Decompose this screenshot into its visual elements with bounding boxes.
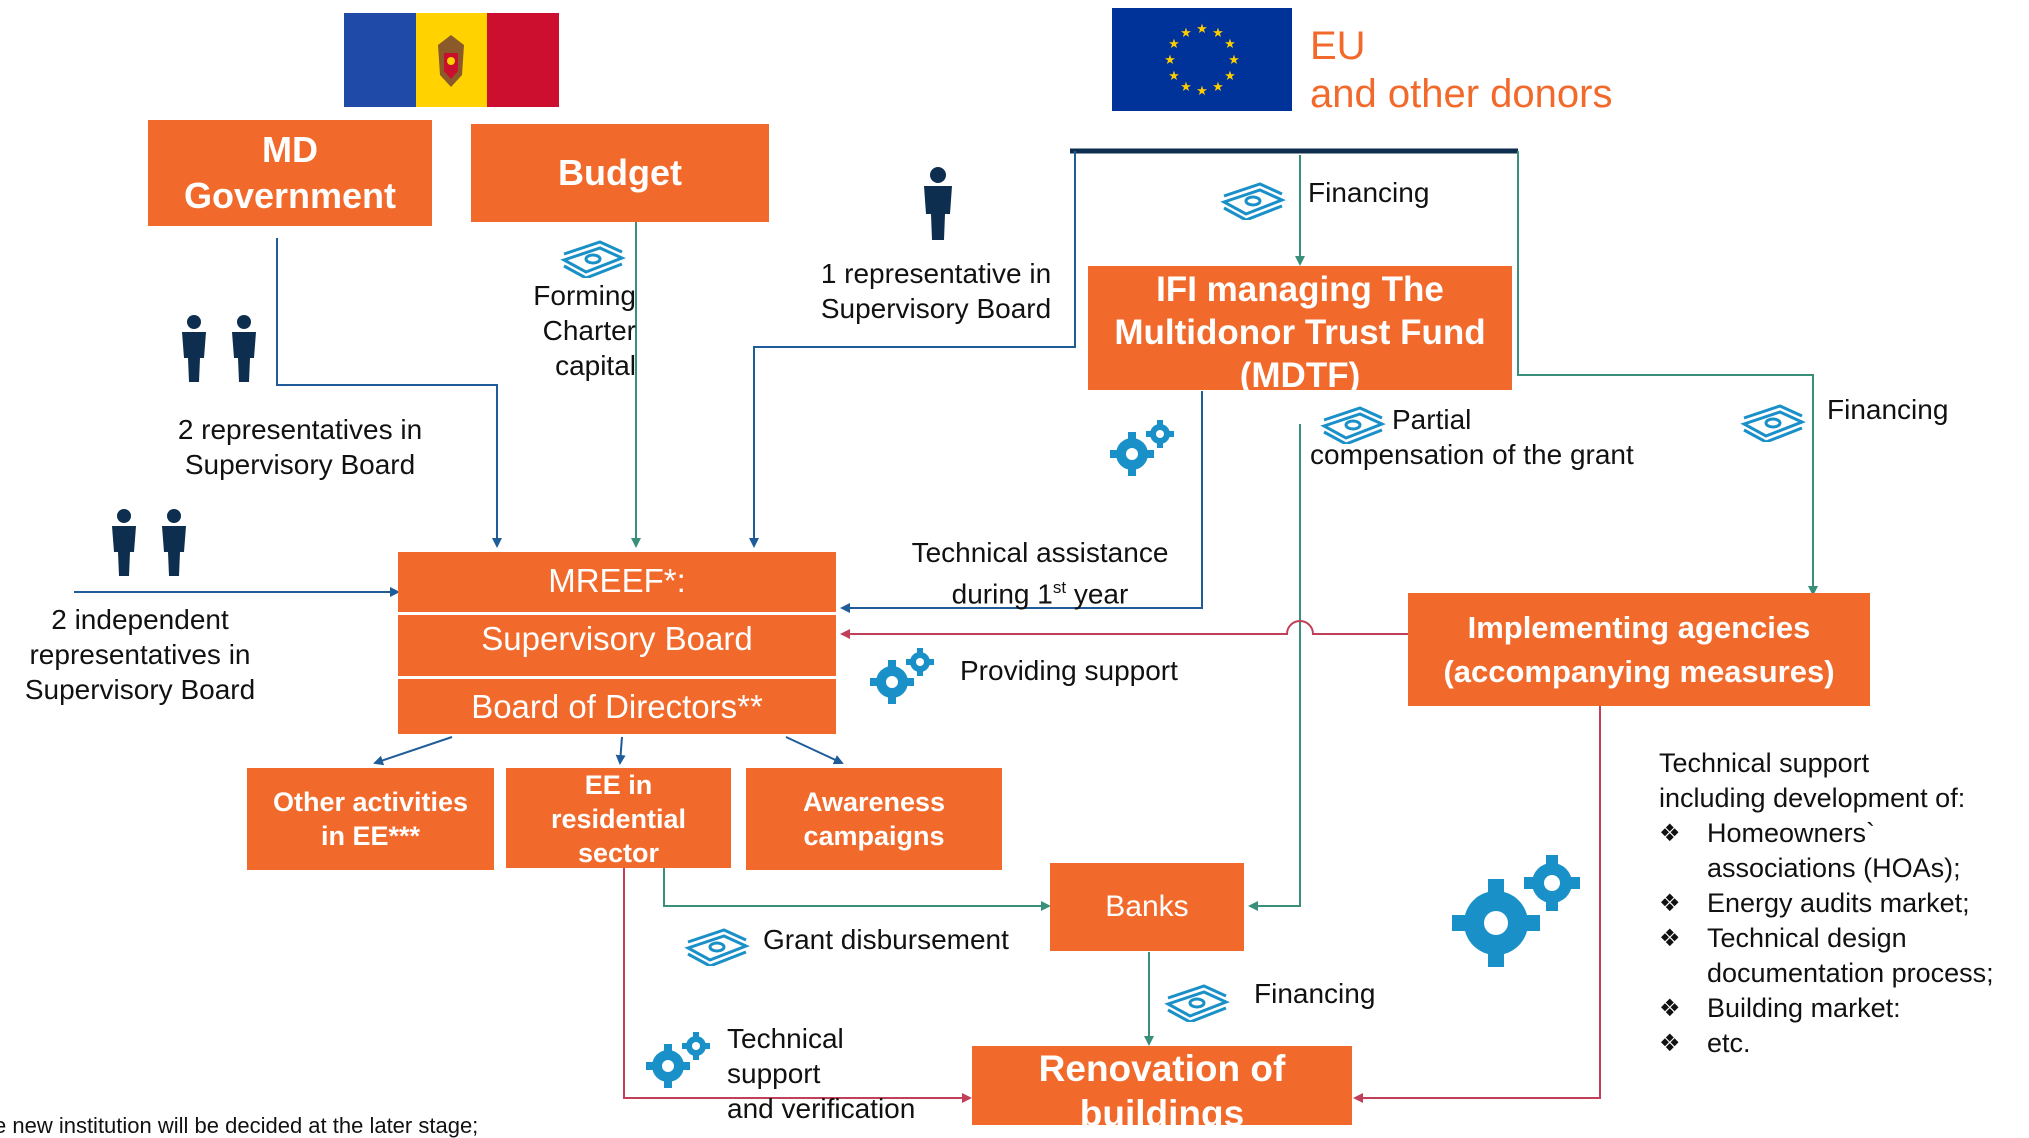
providing-support-label: Providing support	[960, 655, 1178, 686]
money-icon	[560, 232, 626, 280]
two-representatives-label: 2 representatives in Supervisory Board	[177, 414, 423, 480]
financing-bottom-label: Financing	[1254, 978, 1376, 1009]
footnote: e new institution will be decided at the…	[0, 1113, 479, 1138]
eu-flag: ★★★ ★★★ ★★★ ★★★	[1112, 8, 1292, 111]
svg-text:★: ★	[1196, 22, 1208, 37]
arrow-ifi-mreef	[840, 391, 1203, 613]
svg-text:★: ★	[1196, 84, 1208, 99]
financing-top-label: Financing	[1308, 177, 1430, 208]
arrow-ee-renovation	[623, 868, 972, 1103]
money-icon	[1740, 396, 1806, 444]
svg-text:★: ★	[1180, 26, 1192, 41]
implementing-agencies-box: Implementing agencies (accompanying meas…	[1408, 593, 1870, 706]
banks-box: Banks	[1050, 863, 1244, 951]
gears-icon	[1448, 850, 1588, 972]
one-representative-label: 1 representative in Supervisory Board	[820, 258, 1052, 324]
gears-icon	[1108, 418, 1178, 478]
moldova-flag	[344, 13, 559, 107]
svg-text:★: ★	[1224, 69, 1236, 84]
svg-text:★: ★	[1168, 69, 1180, 84]
gears-icon	[868, 646, 938, 706]
svg-text:★: ★	[1168, 37, 1180, 52]
svg-text:★: ★	[1224, 37, 1236, 52]
financing-right-label: Financing	[1827, 394, 1949, 425]
person-icon	[916, 166, 960, 242]
list-item: Building market:	[1659, 991, 1994, 1026]
other-activities-box: Other activities in EE***	[247, 768, 494, 870]
md-government-box: MD Government	[148, 120, 432, 226]
awareness-campaigns-box: Awareness campaigns	[746, 768, 1002, 870]
money-icon	[1220, 174, 1286, 222]
mreef-box: MREEF*: Supervisory Board Board of Direc…	[398, 552, 836, 734]
gears-icon	[644, 1030, 714, 1090]
list-item: Energy audits market;	[1659, 886, 1994, 921]
partial-compensation-label: Partial compensation of the grant	[1310, 404, 1634, 470]
money-icon	[1320, 398, 1386, 446]
svg-text:★: ★	[1228, 53, 1240, 68]
arrow-eu-implementing	[1517, 151, 1818, 596]
arrow-gov-mreef	[276, 238, 502, 548]
person-pair-icon	[104, 508, 196, 578]
ee-residential-box: EE in residential sector	[506, 768, 731, 868]
money-icon	[1164, 976, 1230, 1024]
list-item: etc.	[1659, 1026, 1994, 1061]
arrow-ifi-banks	[1248, 424, 1301, 911]
svg-text:★: ★	[1212, 80, 1224, 95]
arrow-mreef-awareness	[785, 736, 844, 765]
mreef-board-of-directors: Board of Directors**	[471, 688, 763, 725]
arrow-eu-mreef	[749, 151, 1076, 548]
mreef-title: MREEF*:	[548, 562, 686, 599]
grant-disbursement-label: Grant disbursement	[763, 924, 1009, 955]
forming-charter-label: Forming Charter capital	[533, 280, 636, 381]
technical-support-verification-label: Technical support and verification	[727, 1023, 916, 1124]
svg-text:★: ★	[1180, 80, 1192, 95]
technical-assistance-label: Technical assistance during 1st year	[911, 537, 1169, 610]
arrow-mreef-ee	[615, 736, 626, 765]
arrow-implementing-mreef	[840, 620, 1408, 639]
mreef-supervisory-board: Supervisory Board	[481, 620, 753, 657]
money-icon	[684, 920, 750, 968]
budget-box: Budget	[471, 124, 769, 222]
technical-support-list: Technical support including development …	[1659, 746, 1994, 1061]
renovation-box: Renovation of buildings	[972, 1046, 1352, 1125]
arrow-implementing-renovation	[1353, 706, 1601, 1103]
donor-title: EU and other donors	[1310, 24, 1613, 116]
svg-text:★: ★	[1212, 26, 1224, 41]
list-item: Homeowners`associations (HOAs);	[1659, 816, 1994, 886]
arrow-ee-banks	[663, 868, 1051, 911]
person-pair-icon	[174, 314, 266, 384]
two-independent-label: 2 independent representatives in Supervi…	[24, 604, 256, 705]
svg-text:★: ★	[1164, 53, 1176, 68]
arrow-mreef-other	[373, 736, 453, 766]
ifi-mdtf-box: IFI managing The Multidonor Trust Fund (…	[1088, 266, 1512, 390]
